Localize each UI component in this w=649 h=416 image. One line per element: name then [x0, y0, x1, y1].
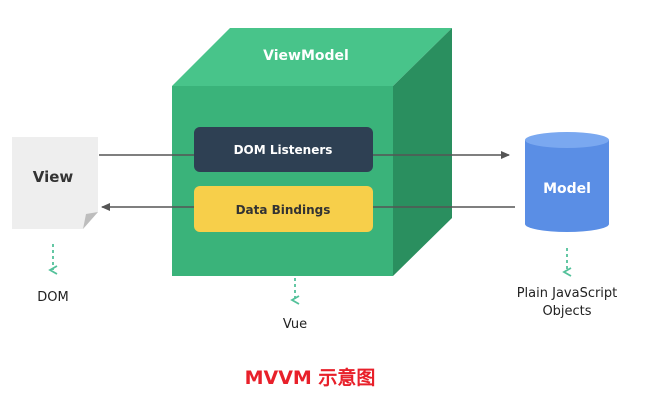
diagram-caption: MVVM 示意图	[245, 366, 376, 389]
data-bindings-box: Data Bindings	[194, 186, 373, 232]
viewmodel-title: ViewModel	[263, 48, 349, 64]
data-bindings-rect	[194, 186, 373, 232]
viewmodel-cube: ViewModel	[172, 28, 452, 276]
dom-listeners-label: DOM Listeners	[234, 143, 333, 157]
dom-listeners-box: DOM Listeners	[194, 127, 373, 172]
model-label: Model	[543, 181, 591, 197]
view-node: View	[12, 137, 98, 229]
vue-label: Vue	[283, 317, 307, 332]
cube-side-face	[393, 28, 452, 276]
dom-label: DOM	[37, 290, 68, 305]
cube-top-face	[172, 28, 452, 86]
data-bindings-label: Data Bindings	[236, 203, 331, 217]
dom-listeners-rect	[194, 127, 373, 172]
plain-js-label-line2: Objects	[542, 304, 591, 319]
cube-front-face	[172, 86, 393, 276]
view-label: View	[33, 168, 74, 186]
model-cylinder-body	[525, 140, 609, 224]
model-cylinder-bottom	[525, 216, 609, 232]
view-document-fold	[83, 212, 98, 229]
model-node: Model	[525, 132, 609, 232]
model-cylinder-top	[525, 132, 609, 148]
view-document-shape	[12, 137, 98, 229]
plain-js-label-line1: Plain JavaScript	[517, 286, 618, 301]
